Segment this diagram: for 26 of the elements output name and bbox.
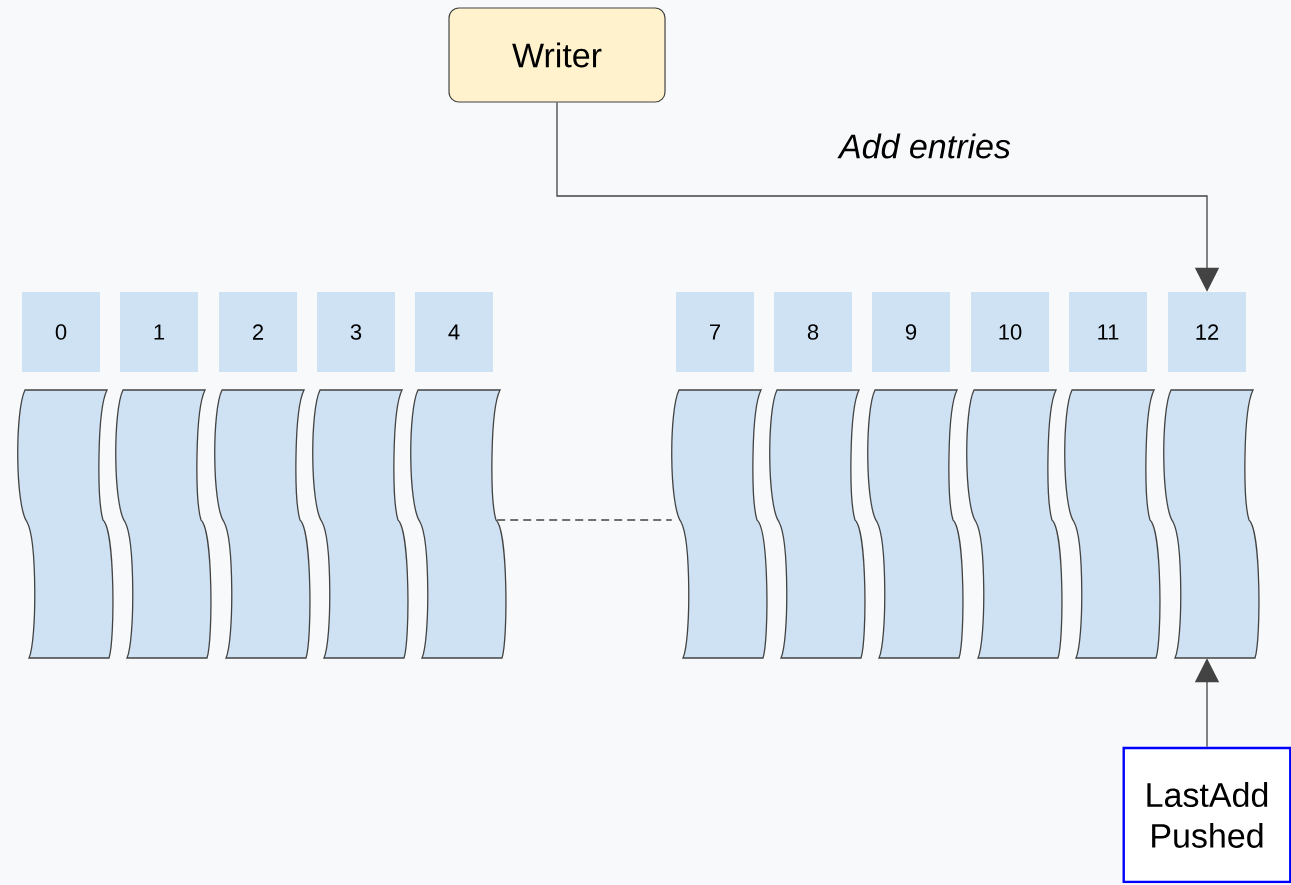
tape-shape xyxy=(671,389,768,659)
pointer-box: LastAdd Pushed xyxy=(1122,746,1291,884)
index-cell: 1 xyxy=(120,292,198,372)
tape-shape xyxy=(214,389,311,659)
index-cell: 3 xyxy=(317,292,395,372)
edge-label: Add entries xyxy=(837,131,1013,161)
tape-shape xyxy=(410,389,507,659)
index-cell: 7 xyxy=(676,292,754,372)
tape-shape xyxy=(769,389,866,659)
index-cell: 8 xyxy=(774,292,852,372)
tape-shape xyxy=(312,389,409,659)
tape-shape xyxy=(1163,389,1260,659)
tape-shape xyxy=(17,389,114,659)
writer-box: Writer xyxy=(448,7,666,103)
dashed-line xyxy=(496,519,673,521)
index-cell: 4 xyxy=(415,292,493,372)
index-cell: 12 xyxy=(1168,292,1246,372)
tape-shape xyxy=(1064,389,1161,659)
tape-shape xyxy=(115,389,212,659)
index-cell: 9 xyxy=(872,292,950,372)
index-cell: 0 xyxy=(22,292,100,372)
tape-shape xyxy=(867,389,964,659)
index-cell: 11 xyxy=(1069,292,1147,372)
index-cell: 2 xyxy=(219,292,297,372)
index-cell: 10 xyxy=(971,292,1049,372)
tape-shape xyxy=(966,389,1063,659)
